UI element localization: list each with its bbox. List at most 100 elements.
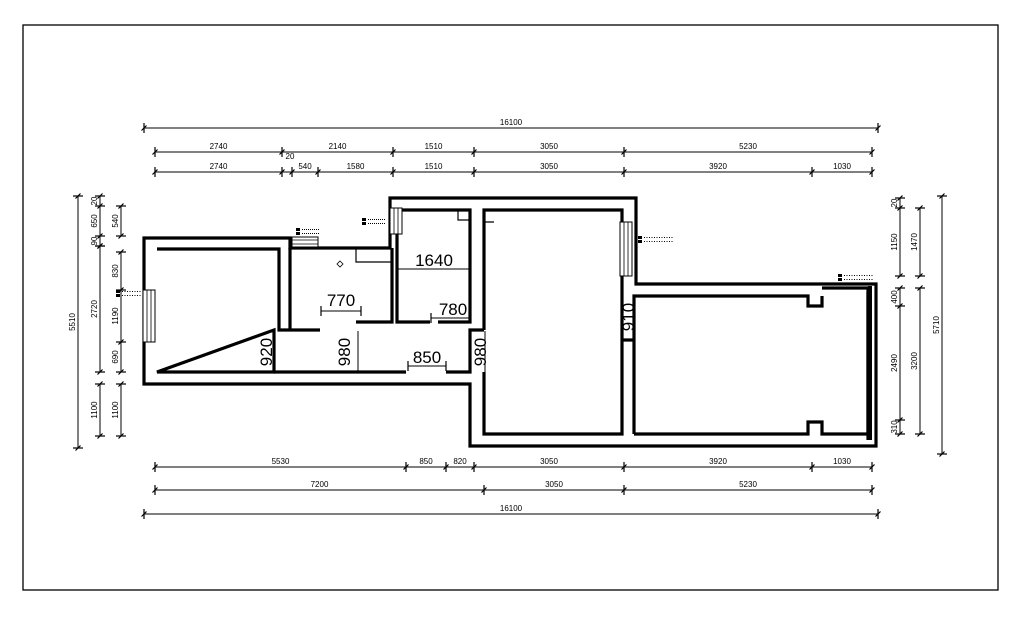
right-inner-d-dim-slash — [917, 431, 923, 437]
left-inner-e-dim-slash — [97, 433, 103, 439]
left-inner-a-dim-label: 20 — [90, 196, 99, 205]
left-inner-a-dim-label: 90 — [90, 236, 99, 245]
windows — [142, 207, 633, 343]
window-bathroom — [291, 236, 319, 248]
right-inner-c-dim-slash — [897, 417, 903, 423]
bottom-overall-dim-slash — [875, 511, 881, 517]
right-inner-c-dim-slash — [897, 285, 903, 291]
kitchen-wall — [395, 208, 472, 324]
bottom-row1-dim-slash — [809, 464, 815, 470]
drawing-frame — [22, 24, 999, 591]
left-inner-c-dim-label: 2720 — [90, 300, 99, 318]
bottom-row1-dim-slash — [869, 464, 875, 470]
right-inner-d-dim-label: 3200 — [910, 352, 919, 370]
annotation-mark-5 — [838, 274, 874, 281]
right-outer-dim-slash — [939, 193, 945, 199]
left-inner-b-dim-slash — [118, 203, 124, 209]
right-inner-b-dim-slash — [917, 273, 923, 279]
window-left — [142, 289, 156, 343]
top-row2-dim-label: 1580 — [347, 162, 365, 171]
bottom-row1-dim-label: 850 — [419, 457, 433, 466]
right-outer-dim-label: 5710 — [932, 316, 941, 334]
dim-850: 850 — [413, 348, 441, 367]
window-kitchen — [389, 207, 403, 235]
bathroom-fixture — [355, 248, 392, 263]
right-inner-d-dim-slash — [917, 285, 923, 291]
left-inner-a-dim-slash — [97, 233, 103, 239]
dim-980-b: 980 — [471, 338, 490, 366]
bottom-row1-dim-slash — [621, 464, 627, 470]
left-inner-f-dim-slash — [118, 433, 124, 439]
left-inner-a-dim-slash — [97, 203, 103, 209]
left-inner-f-dim-label: 1100 — [111, 401, 120, 419]
bottom-row1-dim-label: 820 — [453, 457, 467, 466]
top-row2-dim-slash — [289, 169, 295, 175]
top-row2-dim-slash — [315, 169, 321, 175]
kitchen-corner — [457, 210, 470, 221]
dim-780: 780 — [439, 300, 467, 319]
bathroom-wall — [288, 248, 394, 332]
top-overall-dim-label: 16100 — [500, 118, 523, 127]
left-inner-c-dim-slash — [97, 243, 103, 249]
dim-980-a: 980 — [335, 338, 354, 366]
left-inner-f-dim-slash — [118, 381, 124, 387]
top-row2-dim-slash — [809, 169, 815, 175]
right-inner-a-dim-slash — [897, 205, 903, 211]
floor-plan-walls — [142, 196, 878, 448]
bottom-row1-dim-label: 1030 — [833, 457, 851, 466]
corridor-wall — [274, 328, 484, 374]
top-row1-dim-label: 5230 — [739, 142, 757, 151]
right-outer-dim-slash — [939, 451, 945, 457]
top-row2-dim-slash — [869, 169, 875, 175]
top-row1-dim-slash — [471, 149, 477, 155]
bottom-row1-dim-slash — [403, 464, 409, 470]
left-inner-d-dim-label: 690 — [111, 350, 120, 364]
top-row1-dim-slash — [279, 149, 285, 155]
left-outer-dim-label: 5510 — [68, 313, 77, 331]
dim-770: 770 — [327, 291, 355, 310]
annotation-mark-4 — [116, 290, 142, 297]
annotation-mark-1 — [296, 228, 320, 235]
top-row2-dim-label: 1030 — [833, 162, 851, 171]
bottom-row2-dim-label: 3050 — [545, 480, 563, 489]
top-row1-dim-label: 1510 — [425, 142, 443, 151]
right-inner-c-dim-label: 2490 — [890, 354, 899, 372]
middle-room-corner — [483, 210, 494, 223]
bottom-row1-dim-label: 5530 — [272, 457, 290, 466]
top-row1-dim-label: 2740 — [210, 142, 228, 151]
bottom-row2-dim-label: 7200 — [311, 480, 329, 489]
right-inner-a-dim-label: 1150 — [890, 233, 899, 251]
right-inner-a-dim-slash — [897, 273, 903, 279]
bottom-row2-dim-label: 5230 — [739, 480, 757, 489]
left-inner-b-dim-slash — [118, 233, 124, 239]
top-row2-dim-label: 3050 — [540, 162, 558, 171]
annotation-mark-2 — [362, 218, 386, 225]
left-inner-d-dim-label: 1190 — [111, 307, 120, 325]
bottom-row2-dim-slash — [152, 487, 158, 493]
top-row1-dim-label: 3050 — [540, 142, 558, 151]
right-inner-a-dim-label: 20 — [890, 198, 899, 207]
top-row1-dim-slash — [869, 149, 875, 155]
window-middle — [619, 221, 633, 277]
right-inner-c-dim-label: 400 — [890, 290, 899, 304]
left-inner-e-dim-label: 1100 — [90, 401, 99, 419]
right-inner-c-dim-slash — [897, 303, 903, 309]
left-inner-b-dim-label: 540 — [111, 214, 120, 228]
top-row2-dim-slash — [471, 169, 477, 175]
left-outer-dim-slash — [75, 193, 81, 199]
annotation-marks — [116, 218, 874, 297]
bottom-row2-dim-slash — [869, 487, 875, 493]
dim-1640: 1640 — [415, 251, 453, 270]
top-row1-dim-slash — [152, 149, 158, 155]
top-row2-dim-slash — [390, 169, 396, 175]
right-inner-b-dim-label: 1470 — [910, 233, 919, 251]
dim-910: 910 — [619, 303, 638, 331]
left-inner-d-dim-slash — [118, 369, 124, 375]
left-inner-d-dim-slash — [118, 287, 124, 293]
right-inner-c-dim-slash — [897, 431, 903, 437]
left-inner-d-dim-label: 830 — [111, 264, 120, 278]
middle-room-wall — [482, 208, 624, 436]
left-inner-a-dim-slash — [97, 193, 103, 199]
